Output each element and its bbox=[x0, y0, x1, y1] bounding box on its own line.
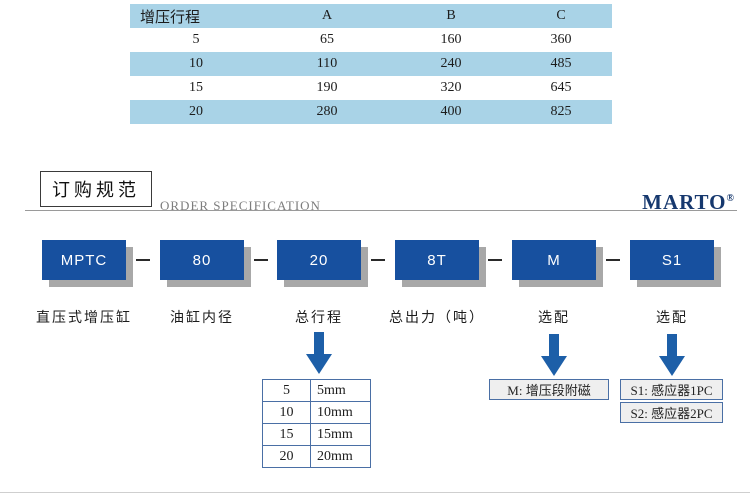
table-cell: 400 bbox=[440, 104, 462, 119]
table-row: 10 110 240 485 bbox=[130, 52, 612, 76]
code-box-option-m: M bbox=[512, 240, 596, 280]
down-arrow-icon bbox=[306, 332, 332, 374]
segment-label-cylinder-type: 直压式增压缸 bbox=[36, 311, 132, 326]
table-cell: 645 bbox=[550, 80, 572, 95]
section-subtitle: ORDER SPECIFICATION bbox=[160, 198, 321, 213]
header-a: A bbox=[321, 8, 333, 23]
table-cell: 110 bbox=[316, 56, 338, 71]
code-box-stroke: 20 bbox=[277, 240, 361, 280]
table-cell: 320 bbox=[440, 80, 462, 95]
stroke-code-cell: 10 bbox=[262, 401, 311, 424]
stroke-mm-cell: 5mm bbox=[310, 379, 371, 402]
segment-label-option-sensor: 选配 bbox=[656, 311, 688, 326]
connector-dash bbox=[371, 259, 385, 261]
stroke-mm-cell: 15mm bbox=[310, 423, 371, 446]
magnet-option-box: M: 增压段附磁 bbox=[489, 379, 609, 400]
sensor-option-box-2: S2: 感应器2PC bbox=[620, 402, 723, 423]
stroke-code-cell: 15 bbox=[262, 423, 311, 446]
table-cell: 10 bbox=[189, 56, 203, 71]
table-cell: 360 bbox=[550, 32, 572, 47]
stroke-row: 15 15mm bbox=[262, 423, 371, 446]
connector-dash bbox=[136, 259, 150, 261]
connector-dash bbox=[606, 259, 620, 261]
code-box-mptc: MPTC bbox=[42, 240, 126, 280]
table-cell: 825 bbox=[550, 104, 572, 119]
section-title-box: 订购规范 bbox=[40, 171, 152, 207]
stroke-row: 10 10mm bbox=[262, 401, 371, 424]
code-box-output: 8T bbox=[395, 240, 479, 280]
table-head: 增压行程 A B C bbox=[130, 4, 612, 28]
brand-logo: MARTO® bbox=[642, 190, 735, 215]
table-cell: 20 bbox=[189, 104, 203, 119]
brand-name: MARTO bbox=[642, 190, 727, 214]
down-arrow-icon bbox=[541, 334, 567, 376]
table-cell: 65 bbox=[320, 32, 334, 47]
connector-dash bbox=[488, 259, 502, 261]
header-boost-stroke: 增压行程 bbox=[140, 9, 201, 26]
stroke-code-cell: 20 bbox=[262, 445, 311, 468]
table-cell: 485 bbox=[550, 56, 572, 71]
table-header-row: 增压行程 A B C bbox=[130, 4, 612, 28]
sensor-option-box-1: S1: 感应器1PC bbox=[620, 379, 723, 400]
stroke-mm-cell: 20mm bbox=[310, 445, 371, 468]
divider-line bbox=[25, 210, 737, 211]
header-b: B bbox=[446, 8, 456, 23]
table-body: 5 65 160 360 10 110 240 485 15 190 320 6… bbox=[130, 28, 612, 124]
stroke-mm-cell: 10mm bbox=[310, 401, 371, 424]
connector-dash bbox=[254, 259, 268, 261]
table-cell: 15 bbox=[189, 80, 203, 95]
segment-label-bore: 油缸内径 bbox=[170, 311, 234, 326]
boost-stroke-table: 增压行程 A B C 5 65 160 360 10 110 240 485 1… bbox=[130, 4, 612, 124]
code-box-bore: 80 bbox=[160, 240, 244, 280]
table-row: 15 190 320 645 bbox=[130, 76, 612, 100]
table-cell: 190 bbox=[316, 80, 338, 95]
table-cell: 5 bbox=[192, 32, 200, 47]
section-title: 订购规范 bbox=[52, 180, 140, 200]
code-box-option-s1: S1 bbox=[630, 240, 714, 280]
down-arrow-icon bbox=[659, 334, 685, 376]
table-cell: 240 bbox=[440, 56, 462, 71]
stroke-row: 5 5mm bbox=[262, 379, 371, 402]
segment-label-total-output: 总出力（吨） bbox=[389, 311, 485, 326]
table-body: 5 5mm 10 10mm 15 15mm 20 20mm bbox=[262, 379, 371, 468]
header-c: C bbox=[556, 8, 566, 23]
stroke-row: 20 20mm bbox=[262, 445, 371, 468]
stroke-options-table: 5 5mm 10 10mm 15 15mm 20 20mm bbox=[262, 379, 371, 468]
segment-label-total-stroke: 总行程 bbox=[295, 311, 343, 326]
bottom-divider bbox=[0, 492, 750, 493]
registered-mark: ® bbox=[726, 193, 735, 204]
table-row: 5 65 160 360 bbox=[130, 28, 612, 52]
table-row: 20 280 400 825 bbox=[130, 100, 612, 124]
segment-label-option-m: 选配 bbox=[538, 311, 570, 326]
table-cell: 280 bbox=[316, 104, 338, 119]
stroke-code-cell: 5 bbox=[262, 379, 311, 402]
table-cell: 160 bbox=[440, 32, 462, 47]
